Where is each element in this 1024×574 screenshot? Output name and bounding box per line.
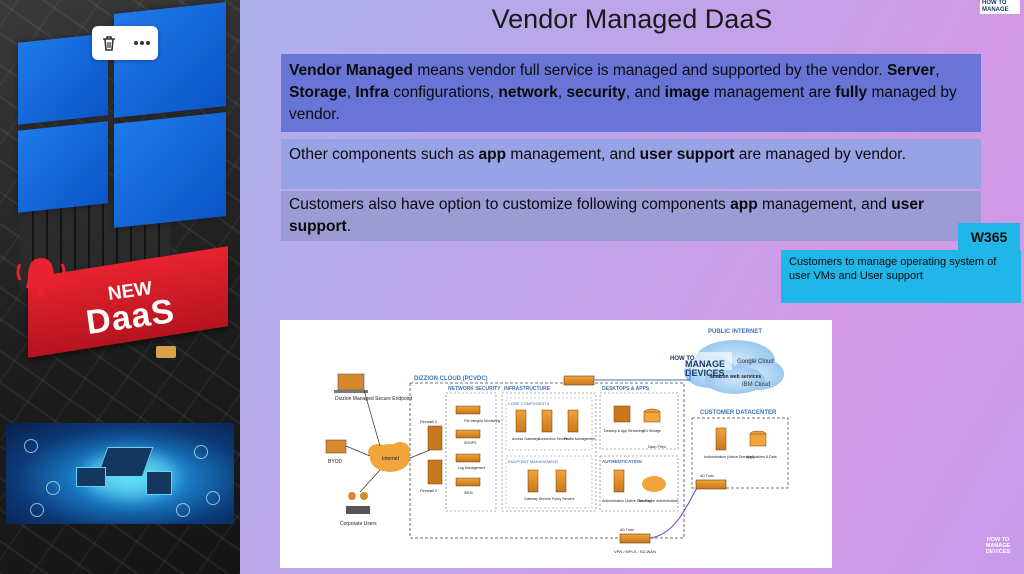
firewall-1-icon	[427, 425, 443, 451]
google-cloud-label: Google Cloud	[737, 359, 774, 365]
w365-label: W365	[958, 223, 1020, 250]
file-integrity-label: File Integrity Monitoring	[464, 419, 500, 423]
image-toolbar	[92, 26, 158, 60]
applications-data-label: Applications & Data	[746, 455, 777, 459]
ad-trust-customer-label: AD Trust	[700, 474, 714, 478]
firewall-2-icon	[427, 459, 443, 485]
box2-text-run: app	[478, 146, 507, 163]
internet-cloud	[368, 442, 410, 472]
bell-icon	[16, 258, 66, 297]
brand-logo-diagram: HOW TO MANAGE DEVICES	[668, 352, 732, 378]
gateway-servers-label: Gateway Servers	[524, 497, 551, 501]
box1-text-run: Server	[886, 62, 936, 79]
vpn-label: VPN / MPLS / SD-WAN	[614, 549, 656, 554]
box1-text-run: managed by vendor.	[289, 84, 957, 123]
box1-text-run: image	[664, 84, 710, 101]
box2-text-run: Other components such as	[289, 146, 479, 163]
desktops-apps-label: DESKTOPS & APPS	[602, 386, 650, 392]
customer-router	[695, 479, 727, 490]
box2-text-run: are managed by vendor.	[734, 146, 906, 163]
vdi-storage-label: VDI Storage	[642, 429, 661, 433]
page-title: Vendor Managed DaaS	[491, 4, 773, 34]
box1-text-run: Storage	[289, 84, 347, 101]
network-security-label: NETWORK SECURITY	[448, 386, 501, 392]
secure-endpoint-label: Dizzion Managed Secure Endpoint	[335, 396, 413, 402]
box1-text-run: fully	[835, 84, 868, 101]
amazon-label: amazon web services	[710, 374, 761, 380]
box1-text-run: security	[566, 84, 626, 101]
box1-text-run: Infra	[355, 84, 389, 101]
brand-bottom-line-1: HOW TO	[986, 537, 1010, 543]
svg-text:DEVICES: DEVICES	[685, 368, 725, 378]
box1-text-run: management are	[709, 84, 836, 101]
dizzion-cloud-boundary	[409, 382, 685, 539]
svg-text:MANAGE: MANAGE	[685, 359, 725, 369]
box3-text-run: management, and	[757, 196, 892, 213]
corporate-users-icon	[348, 492, 356, 500]
box3-text-run: user support	[289, 196, 924, 235]
customer-datacenter-boundary	[691, 417, 789, 489]
box3-text-run: app	[730, 196, 758, 213]
box3-text-run: .	[346, 218, 351, 235]
brand-line-1: HOW TO	[982, 0, 1007, 6]
desktop-streaming-label: Desktop & App Streaming	[604, 429, 644, 433]
box2-text-run: management, and	[506, 146, 640, 163]
box1-text-run: configurations,	[388, 84, 499, 101]
svg-text:HOW TO: HOW TO	[670, 356, 695, 362]
internet-label: Internet	[382, 456, 400, 462]
box1-text-run: means vendor full service is managed and…	[413, 62, 887, 79]
connection-servers-label: Connection Servers	[538, 437, 569, 441]
architecture-diagram: PUBLIC INTERNET Google Cloud amazon web …	[280, 320, 832, 568]
brand-line-2: MANAGE	[982, 7, 1009, 13]
brand-logo-bottom: HOW TO MANAGE DEVICES	[983, 537, 1013, 561]
customer-auth-label: Authentication (Active Directory)	[704, 455, 754, 459]
ids-ips-label: IDS/IPS	[464, 441, 477, 445]
policy-servers-label: Policy Servers	[552, 497, 575, 501]
box1-text-run: Vendor Managed	[289, 62, 414, 79]
trash-icon[interactable]	[97, 31, 121, 55]
box1-text-run: ,	[935, 62, 940, 79]
firewall-1-label: Firewall 1	[420, 419, 438, 424]
ibm-cloud-label: IBM Cloud	[742, 382, 770, 388]
box2-text-run: user support	[639, 146, 735, 163]
cloud-tech-image	[6, 423, 234, 524]
access-gateways-label: Access Gateways	[512, 437, 540, 441]
infrastructure-label: INFRASTRUCTURE	[504, 386, 551, 392]
top-router	[563, 375, 595, 386]
box1-text-run: ,	[346, 84, 356, 101]
firewall-2-label: Firewall 2	[420, 488, 438, 493]
other-components-box: Other components such as app management,…	[281, 139, 981, 189]
vendor-managed-box: Vendor Managed means vendor full service…	[281, 54, 981, 132]
data-files-label: Data / Files	[648, 445, 666, 449]
brand-bottom-line-2: MANAGE	[985, 543, 1011, 549]
auth-ad-label: Authentication (Active Directory)	[602, 499, 652, 503]
siem-label: SIEM	[464, 491, 473, 495]
box1-text-run: ,	[557, 84, 567, 101]
endpoint-management-label: ENDPOINT MANAGEMENT	[508, 459, 559, 464]
customer-datacenter-label: CUSTOMER DATACENTER	[700, 410, 777, 416]
more-icon[interactable]	[130, 31, 154, 55]
dizzion-cloud-label: DIZZION CLOUD (PCVDC)	[414, 376, 488, 382]
authentication-label: AUTHENTICATION	[602, 459, 642, 464]
customer-options-box: Customers also have option to customize …	[281, 191, 981, 241]
box1-text-run: , and	[625, 84, 665, 101]
two-factor-label: Two Factor Authentication	[638, 499, 678, 503]
byod-icon	[325, 439, 347, 454]
core-components-label: CORE COMPONENTS	[508, 401, 550, 406]
w365-callout: Customers to manage operating system of …	[781, 250, 1021, 303]
public-internet-label: PUBLIC INTERNET	[708, 329, 762, 335]
corporate-users-label: Corporate Users	[340, 521, 377, 527]
bottom-router	[619, 533, 651, 544]
left-thumbnail-panel: NEW DaaS	[0, 0, 240, 574]
brand-mark-small	[156, 346, 176, 358]
profile-management-label: Profile Management	[564, 437, 595, 441]
brand-logo-top: HOW TO MANAGE	[980, 0, 1020, 14]
log-management-label: Log Management	[458, 466, 485, 470]
byod-label: BYOD	[328, 459, 343, 465]
box1-text-run: network	[498, 84, 558, 101]
brand-bottom-line-3: DEVICES	[985, 549, 1011, 555]
box3-text-run: Customers also have option to customize …	[289, 196, 731, 213]
ad-trust-bottom-label: AD Trust	[620, 528, 634, 532]
secure-endpoint-icon	[337, 373, 365, 391]
